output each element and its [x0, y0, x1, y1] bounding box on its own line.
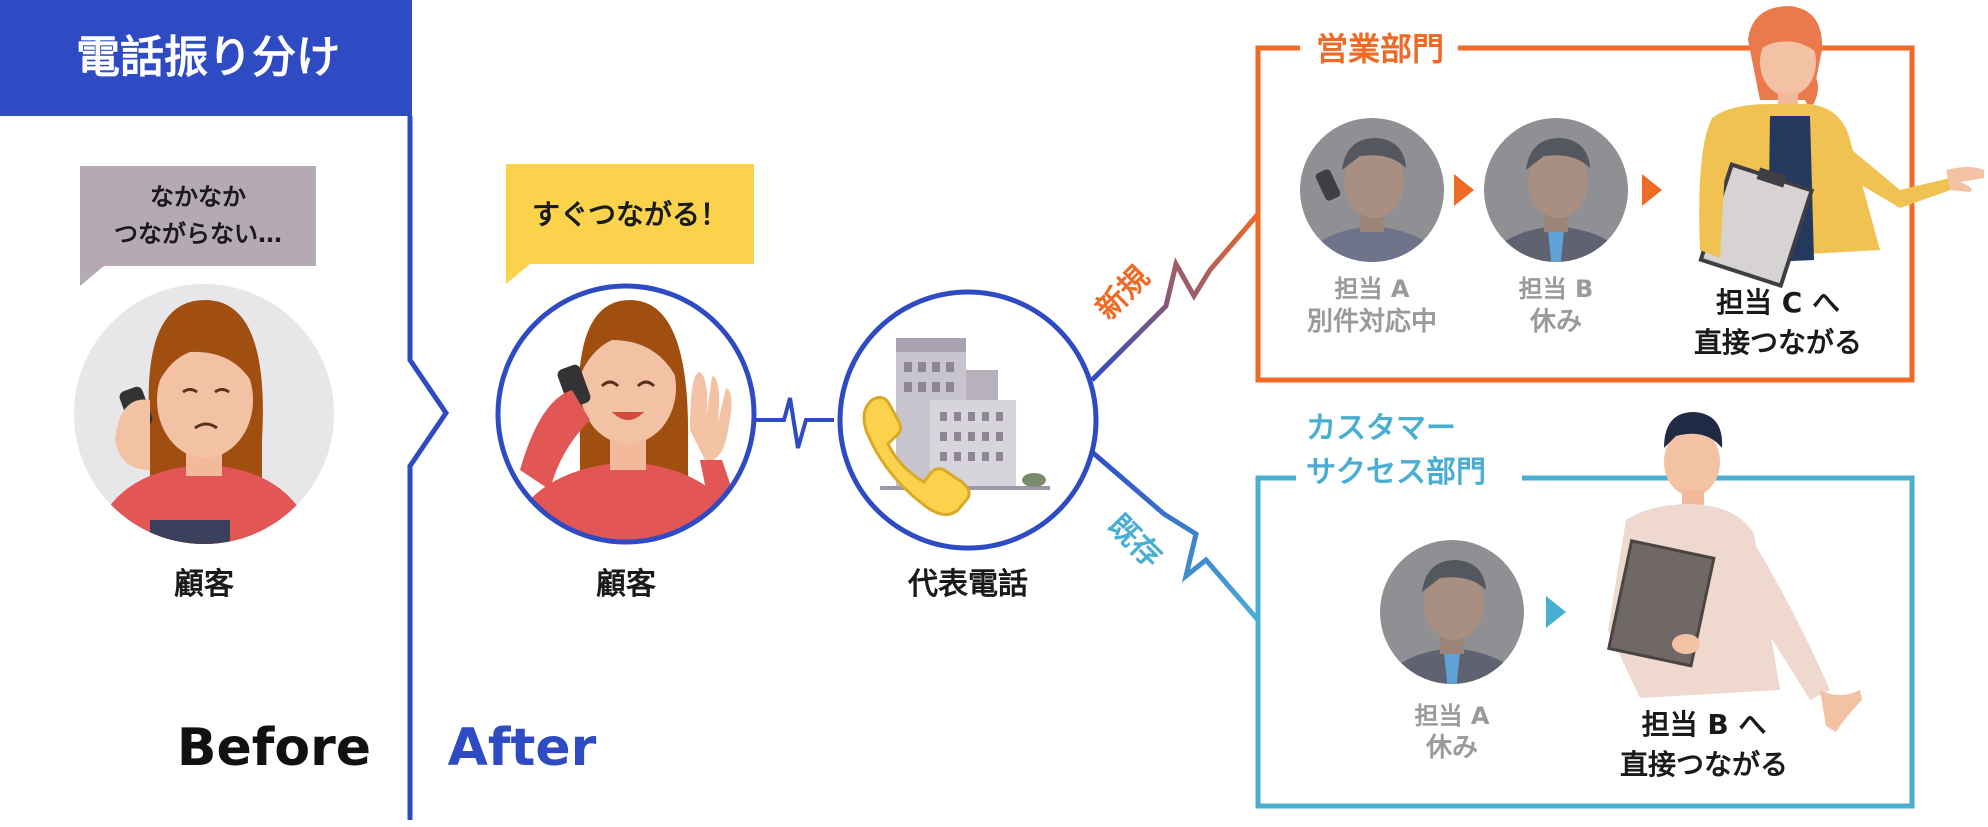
- main-phone-label: 代表電話: [907, 567, 1028, 602]
- sales-staff-c-figure: [1698, 6, 1984, 289]
- sales-title: 営業部門: [1316, 30, 1444, 68]
- main-phone-node: [837, 289, 1099, 551]
- sales-staff-b-avatar: [1484, 118, 1628, 262]
- cs-result-line1: 担当 B へ: [1642, 708, 1767, 741]
- sales-arrow-1-icon: [1454, 174, 1474, 206]
- route-existing-line: [1090, 450, 1260, 622]
- cs-title-line1: カスタマー: [1306, 411, 1456, 446]
- worried-customer-avatar: [74, 284, 334, 544]
- cs-staff-a-line2: 休み: [1425, 733, 1478, 763]
- sales-department-box: [1255, 45, 1915, 383]
- after-customer-label: 顧客: [596, 567, 656, 602]
- route-new-label: 新規: [1090, 260, 1157, 327]
- sales-staff-a-avatar: [1300, 118, 1444, 262]
- header-banner: [0, 0, 412, 116]
- cs-title-line2: サクセス部門: [1306, 455, 1486, 490]
- cs-arrow-icon: [1546, 596, 1566, 628]
- cs-staff-a-avatar: [1380, 540, 1524, 684]
- before-bubble-line2: つながらない…: [114, 220, 282, 248]
- call-connection-line: [754, 397, 834, 449]
- header-title: 電話振り分け: [76, 32, 340, 83]
- sales-staff-b-line2: 休み: [1529, 307, 1582, 337]
- route-existing-label: 既存: [1101, 508, 1168, 575]
- sales-staff-a-line1: 担当 A: [1335, 275, 1410, 303]
- sales-result-line1: 担当 C へ: [1716, 286, 1840, 319]
- sales-arrow-2-icon: [1642, 174, 1662, 206]
- before-customer-label: 顧客: [174, 567, 234, 602]
- sales-result-line2: 直接つながる: [1694, 326, 1862, 359]
- before-speech-bubble: [80, 166, 316, 286]
- route-new-line: [1090, 212, 1260, 382]
- cs-staff-a-line1: 担当 A: [1415, 702, 1490, 730]
- cs-staff-b-figure: [1607, 412, 1862, 732]
- before-section-label: Before: [177, 718, 371, 778]
- happy-customer-avatar: [495, 283, 757, 545]
- sales-staff-a-line2: 別件対応中: [1307, 306, 1437, 337]
- after-speech-bubble: [506, 164, 754, 284]
- phone-handset-icon: [862, 395, 971, 516]
- cs-department-box: [1255, 475, 1915, 809]
- before-bubble-line1: なかなか: [150, 183, 246, 211]
- sales-staff-b-line1: 担当 B: [1519, 275, 1594, 303]
- after-bubble-text: すぐつながる！: [532, 198, 728, 231]
- after-section-label: After: [448, 718, 597, 778]
- before-after-divider: [407, 116, 450, 820]
- cs-result-line2: 直接つながる: [1620, 748, 1788, 781]
